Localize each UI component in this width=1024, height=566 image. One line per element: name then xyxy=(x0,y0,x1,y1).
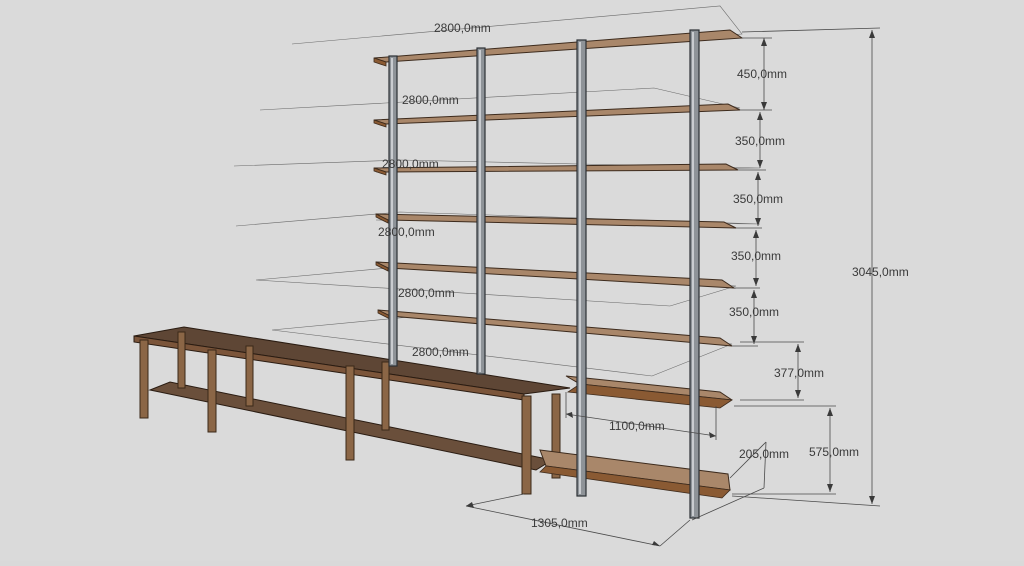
width-label-3: 2800,0mm xyxy=(382,157,439,171)
bench-leg xyxy=(207,349,217,433)
width-label-2: 2800,0mm xyxy=(402,93,459,107)
shelf-2 xyxy=(373,103,741,125)
bench-leg xyxy=(551,393,561,479)
bench-leg xyxy=(345,365,355,461)
shelf-6 xyxy=(377,309,733,347)
bench-width-label: 1305,0mm xyxy=(531,516,588,530)
shelf-1 xyxy=(373,29,744,63)
spacing-label-6: 377,0mm xyxy=(774,366,824,380)
lower-shelf-width-label: 1100,0mm xyxy=(609,419,665,433)
width-label-6: 2800,0mm xyxy=(412,345,469,359)
total-height-label: 3045,0mm xyxy=(852,265,909,279)
spacing-dimensions xyxy=(465,27,881,547)
spacing-label-2: 350,0mm xyxy=(735,134,785,148)
spacing-label-1: 450,0mm xyxy=(737,67,787,81)
rails xyxy=(388,29,700,519)
width-label-4: 2800,0mm xyxy=(378,225,435,239)
width-labels: 2800,0mm 2800,0mm 2800,0mm 2800,0mm 2800… xyxy=(378,21,491,359)
spacing-label-3: 350,0mm xyxy=(733,192,783,206)
spacing-label-4: 350,0mm xyxy=(731,249,781,263)
bench-leg xyxy=(245,345,254,407)
bench xyxy=(133,326,571,495)
spacing-label-7: 575,0mm xyxy=(809,445,859,459)
bench-leg xyxy=(139,339,149,419)
bench-leg xyxy=(381,361,390,431)
width-label-1: 2800,0mm xyxy=(434,21,491,35)
depth-label: 205,0mm xyxy=(739,447,789,461)
shelf-5 xyxy=(375,261,736,289)
rail xyxy=(576,39,587,497)
spacing-labels: 450,0mm 350,0mm 350,0mm 350,0mm 350,0mm … xyxy=(531,67,909,530)
bench-leg xyxy=(521,395,532,495)
rail xyxy=(689,29,700,519)
bench-leg xyxy=(177,331,186,389)
spacing-label-5: 350,0mm xyxy=(729,305,779,319)
width-label-5: 2800,0mm xyxy=(398,286,455,300)
